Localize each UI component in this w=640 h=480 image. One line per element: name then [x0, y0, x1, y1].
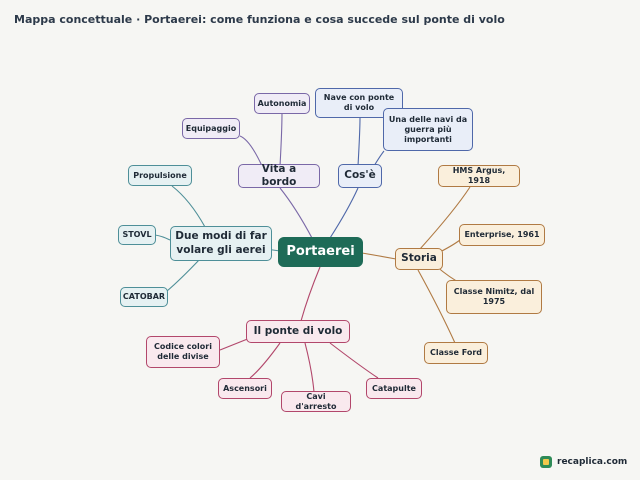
- link-vita-autonomia: [279, 111, 283, 167]
- node-codice-colori[interactable]: Codice colori delle divise: [146, 336, 220, 368]
- node-vita-a-bordo[interactable]: Vita a bordo: [238, 163, 320, 188]
- link-root-ponte: [300, 266, 321, 322]
- link-ponte-catapulte: [329, 342, 379, 379]
- brand-mark-icon: [540, 456, 552, 468]
- root-label: Portaerei: [286, 243, 355, 259]
- link-ponte-ascensori: [249, 342, 281, 379]
- node-cavi-arresto[interactable]: Cavi d'arresto: [281, 391, 351, 412]
- node-catapulte[interactable]: Catapulte: [366, 378, 422, 399]
- node-storia[interactable]: Storia: [395, 248, 443, 270]
- brand-name: recaplica.com: [557, 457, 628, 467]
- link-ponte-cavi: [304, 342, 315, 393]
- node-due-modi[interactable]: Due modi di far volare gli aerei: [170, 226, 272, 261]
- link-vita-equipaggio: [239, 135, 263, 167]
- node-equipaggio[interactable]: Equipaggio: [182, 118, 240, 139]
- root-node[interactable]: Portaerei: [278, 237, 363, 267]
- node-stovl[interactable]: STOVL: [118, 225, 156, 245]
- node-propulsione[interactable]: Propulsione: [128, 165, 192, 186]
- link-storia-ford: [417, 269, 456, 344]
- node-nimitz[interactable]: Classe Nimitz, dal 1975: [446, 280, 542, 314]
- link-root-cose: [329, 187, 359, 239]
- link-prop-stovl: [154, 234, 171, 241]
- brand-logo[interactable]: recaplica.com: [540, 456, 627, 468]
- link-cose-nave: [357, 117, 361, 167]
- link-prop-catobar: [166, 258, 201, 292]
- node-navi-guerra[interactable]: Una delle navi da guerra più importanti: [383, 108, 473, 151]
- node-catobar[interactable]: CATOBAR: [120, 287, 168, 307]
- node-enterprise[interactable]: Enterprise, 1961: [459, 224, 545, 246]
- page-title: Mappa concettuale · Portaerei: come funz…: [14, 13, 505, 26]
- link-prop-propulsione: [171, 185, 206, 228]
- node-cose[interactable]: Cos'è: [338, 164, 382, 188]
- link-root-storia: [361, 252, 397, 260]
- node-autonomia[interactable]: Autonomia: [254, 93, 310, 114]
- link-root-vita: [279, 187, 313, 239]
- link-storia-argus: [419, 186, 471, 250]
- node-ascensori[interactable]: Ascensori: [218, 378, 272, 399]
- node-classe-ford[interactable]: Classe Ford: [424, 342, 488, 364]
- node-ponte-di-volo[interactable]: Il ponte di volo: [246, 320, 350, 343]
- node-hms-argus[interactable]: HMS Argus, 1918: [438, 165, 520, 187]
